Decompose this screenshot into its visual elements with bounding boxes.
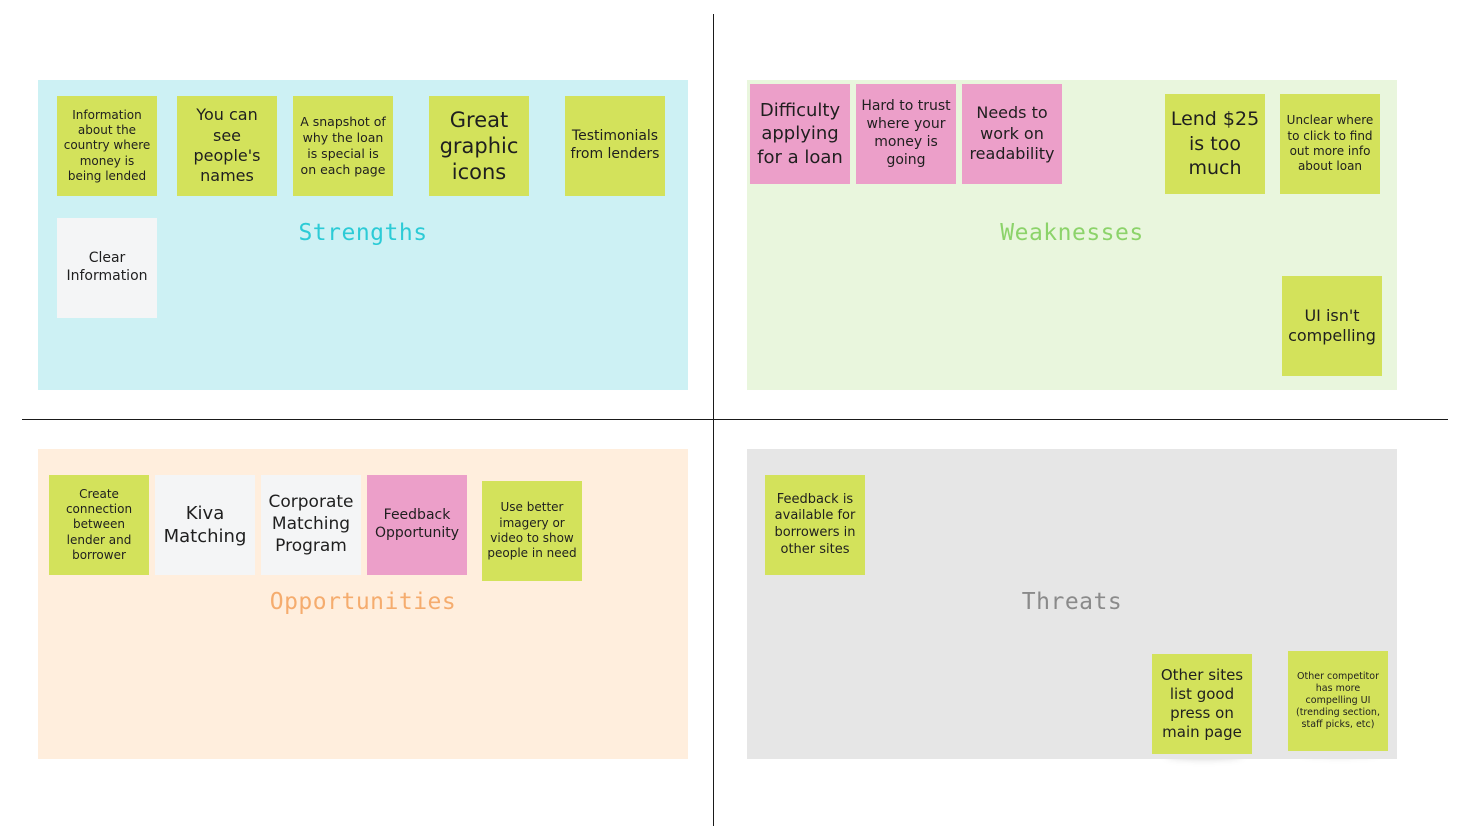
threats-quadrant: Threats Feedback is available for borrow… (747, 449, 1397, 759)
weaknesses-label: Weaknesses (1000, 220, 1144, 246)
threats-label: Threats (1021, 589, 1123, 615)
sticky-note-readability[interactable]: Needs to work on readability (962, 84, 1062, 184)
sticky-note-feedback-available[interactable]: Feedback is available for borrowers in o… (765, 475, 865, 575)
sticky-note-loan-snapshot[interactable]: A snapshot of why the loan is special is… (293, 96, 393, 196)
opportunities-label: Opportunities (269, 589, 457, 615)
sticky-note-trust-money[interactable]: Hard to trust where your money is going (856, 84, 956, 184)
horizontal-divider (22, 419, 1448, 420)
opportunities-quadrant: Opportunities Create connection between … (38, 449, 688, 759)
sticky-note-difficulty-applying[interactable]: Difficulty applying for a loan (750, 84, 850, 184)
vertical-divider (713, 14, 714, 826)
sticky-note-lend-25[interactable]: Lend $25 is too much (1165, 94, 1265, 194)
strengths-quadrant: Strengths Information about the country … (38, 80, 688, 390)
sticky-note-country-info[interactable]: Information about the country where mone… (57, 96, 157, 196)
strengths-label: Strengths (298, 220, 428, 246)
sticky-note-create-connection[interactable]: Create connection between lender and bor… (49, 475, 149, 575)
sticky-note-ui-not-compelling[interactable]: UI isn't compelling (1282, 276, 1382, 376)
weaknesses-quadrant: Weaknesses Difficulty applying for a loa… (747, 80, 1397, 390)
sticky-note-testimonials[interactable]: Testimonials from lenders (565, 96, 665, 196)
sticky-note-good-press[interactable]: Other sites list good press on main page (1152, 654, 1252, 754)
sticky-note-competitor-ui[interactable]: Other competitor has more compelling UI … (1288, 651, 1388, 751)
sticky-note-clear-information[interactable]: Clear Information (57, 218, 157, 318)
sticky-note-better-imagery[interactable]: Use better imagery or video to show peop… (482, 481, 582, 581)
sticky-note-peoples-names[interactable]: You can see people's names (177, 96, 277, 196)
sticky-note-kiva-matching[interactable]: Kiva Matching (155, 475, 255, 575)
sticky-note-corporate-matching[interactable]: Corporate Matching Program (261, 475, 361, 575)
sticky-note-unclear-click[interactable]: Unclear where to click to find out more … (1280, 94, 1380, 194)
sticky-note-graphic-icons[interactable]: Great graphic icons (429, 96, 529, 196)
sticky-note-feedback-opportunity[interactable]: Feedback Opportunity (367, 475, 467, 575)
